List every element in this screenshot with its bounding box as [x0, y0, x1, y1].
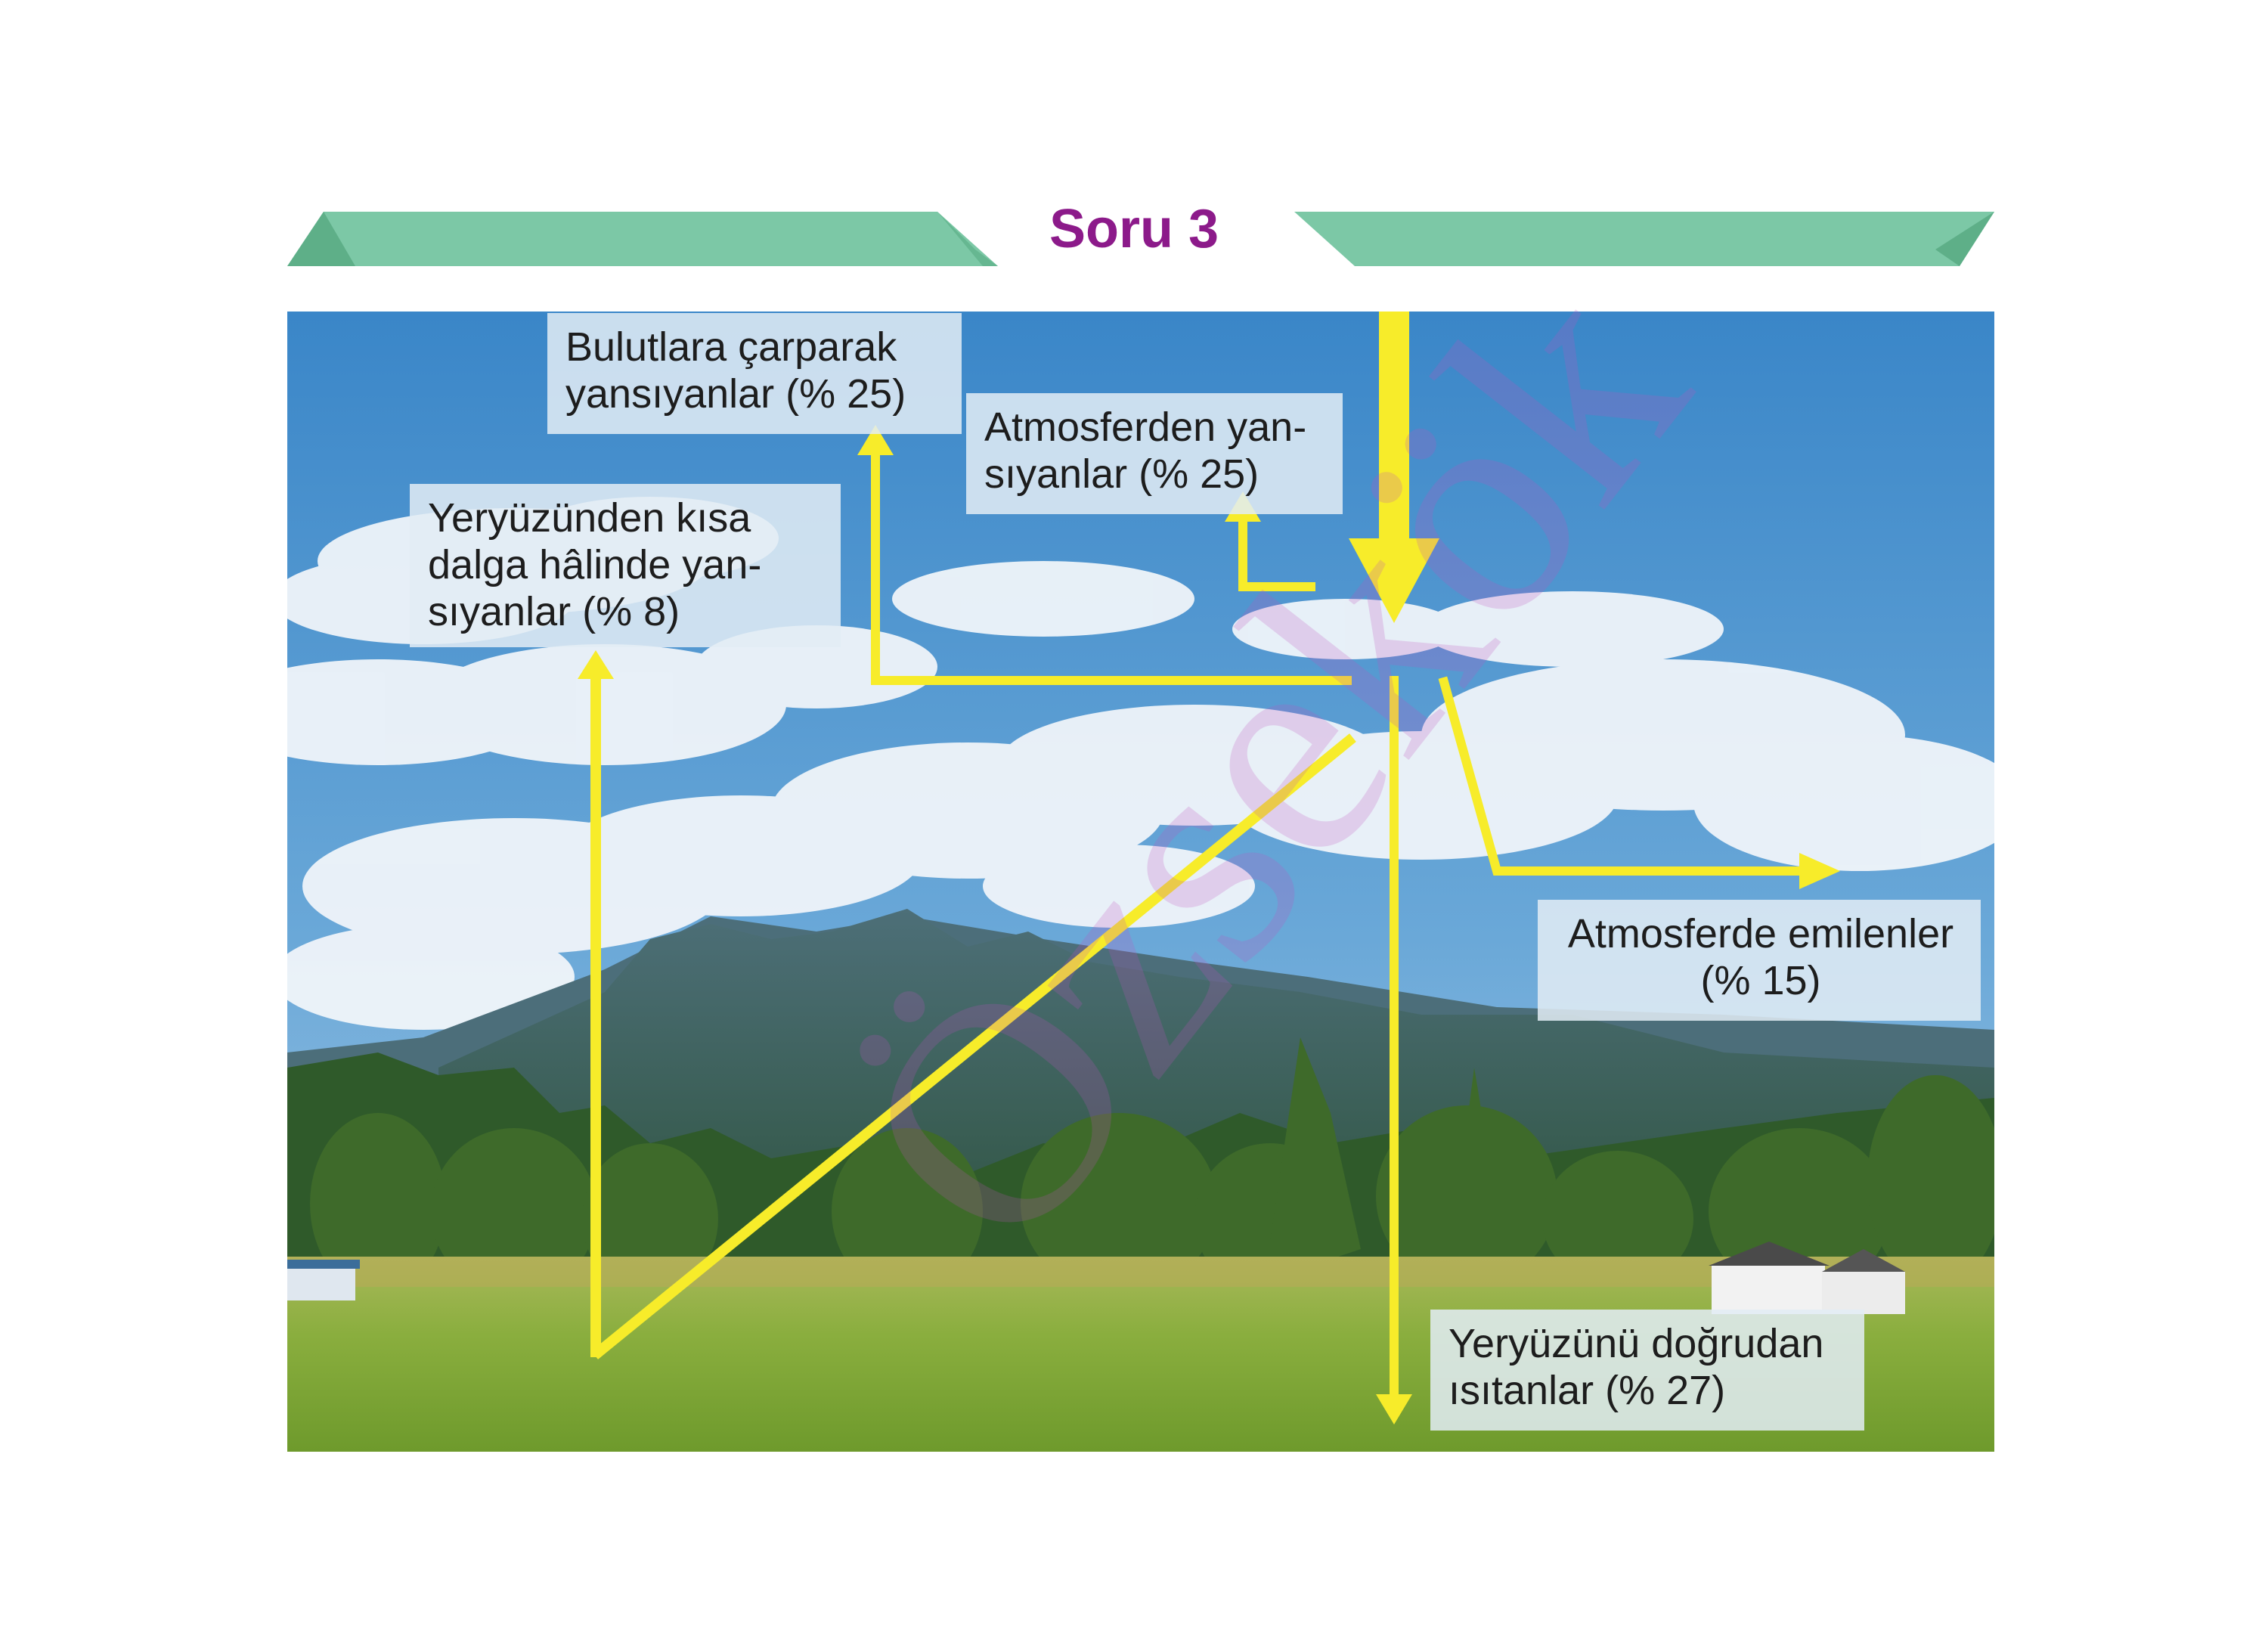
label-yeryuzunu-isitanlar: Yeryüzünü doğrudan ısıtanlar (% 27)	[1430, 1310, 1864, 1431]
label-yeryuzunden-yansiyanlar: Yeryüzünden kısa dalga hâlinde yan- sıya…	[410, 484, 841, 647]
energy-arrows	[578, 312, 1840, 1424]
label-atmosferde-emilenler: Atmosferde emilenler (% 15)	[1538, 900, 1981, 1021]
label-bulutlara-yansiyanlar: Bulutlara çarparak yansıyanlar (% 25)	[547, 313, 962, 434]
label-atmosferden-yansiyanlar: Atmosferden yan- sıyanlar (% 25)	[966, 393, 1343, 514]
house-left	[287, 1260, 360, 1300]
title-banner	[287, 212, 1994, 266]
house-right	[1709, 1242, 1905, 1314]
page-title: Soru 3	[1049, 199, 1219, 259]
